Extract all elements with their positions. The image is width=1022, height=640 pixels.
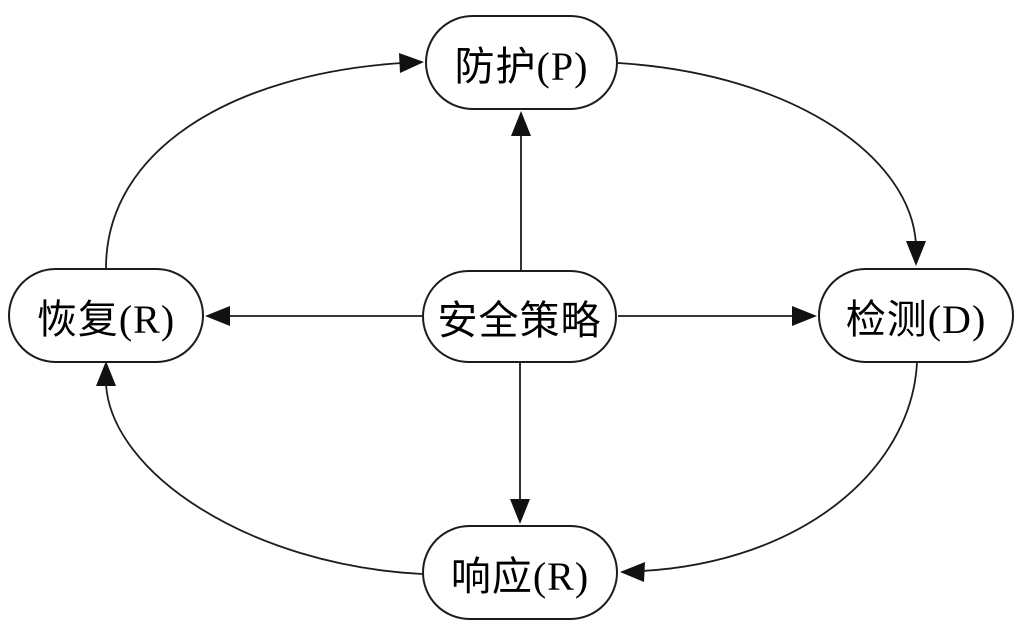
edge-policy-to-protection — [511, 111, 531, 270]
node-response: 响应(R) — [422, 525, 618, 620]
edge-recovery-to-protection — [105, 53, 424, 269]
node-detection: 检测(D) — [818, 268, 1014, 363]
edge-policy-to-recovery — [205, 306, 422, 326]
edge-detection-to-response — [620, 362, 918, 582]
node-security-policy: 安全策略 — [422, 270, 617, 363]
node-recovery-label: 恢复(R) — [36, 296, 176, 342]
node-detection-label: 检测(D) — [845, 296, 987, 342]
edge-policy-to-detection — [618, 306, 817, 326]
edge-response-to-recovery — [96, 361, 423, 575]
node-response-label: 响应(R) — [450, 553, 590, 599]
node-security-policy-label: 安全策略 — [437, 297, 602, 343]
edge-protection-to-detection — [617, 62, 926, 266]
edge-policy-to-response — [510, 363, 530, 524]
node-recovery: 恢复(R) — [8, 268, 204, 363]
node-protection: 防护(P) — [425, 15, 618, 110]
node-protection-label: 防护(P) — [454, 43, 589, 89]
